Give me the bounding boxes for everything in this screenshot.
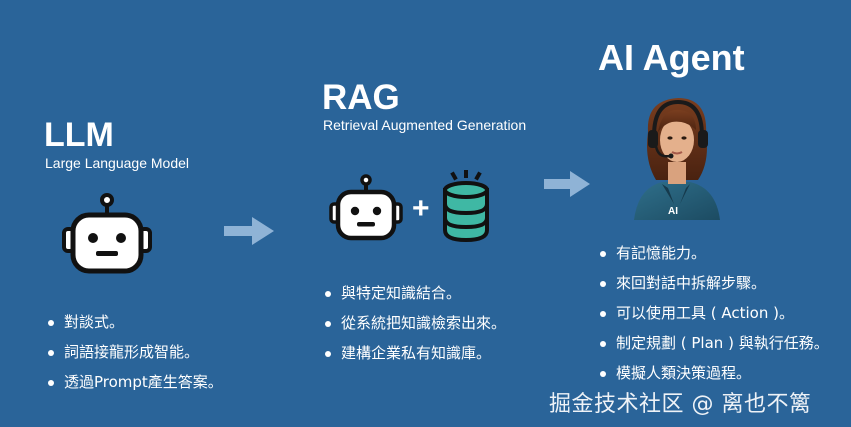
list-item: 模擬人類決策過程。	[600, 366, 829, 381]
agent-badge: AI	[668, 206, 678, 217]
list-item: 從系統把知識檢索出來。	[325, 316, 506, 331]
database-icon	[443, 170, 489, 242]
watermark: 掘金技术社区 @ 离也不篱	[549, 392, 812, 417]
agent-avatar	[634, 98, 720, 220]
list-item: 建構企業私有知識庫。	[325, 346, 506, 361]
agent-title: AI Agent	[598, 37, 745, 78]
agent-bullets: 有記憶能力。 來回對話中拆解步驟。 可以使用工具 ( Action )。 制定規…	[600, 246, 829, 381]
llm-subtitle: Large Language Model	[45, 155, 190, 171]
arrow-right-icon	[544, 171, 590, 197]
rag-subtitle: Retrieval Augmented Generation	[323, 117, 527, 133]
list-item: 制定規劃 ( Plan ) 與執行任務。	[600, 336, 829, 351]
rag-title: RAG	[322, 78, 400, 117]
arrow-right-icon	[224, 217, 274, 245]
list-item: 有記憶能力。	[600, 246, 829, 261]
robot-icon	[62, 193, 152, 274]
rag-bullets: 與特定知識結合。 從系統把知識檢索出來。 建構企業私有知識庫。	[325, 286, 506, 361]
plus-sign: +	[412, 192, 430, 225]
list-item: 透過Prompt產生答案。	[48, 375, 223, 390]
llm-title: LLM	[44, 116, 114, 154]
llm-bullets: 對談式。 詞語接龍形成智能。 透過Prompt產生答案。	[48, 315, 223, 390]
list-item: 可以使用工具 ( Action )。	[600, 306, 829, 321]
list-item: 來回對話中拆解步驟。	[600, 276, 829, 291]
robot-icon	[329, 174, 403, 241]
list-item: 對談式。	[48, 315, 223, 330]
list-item: 與特定知識結合。	[325, 286, 506, 301]
list-item: 詞語接龍形成智能。	[48, 345, 223, 360]
